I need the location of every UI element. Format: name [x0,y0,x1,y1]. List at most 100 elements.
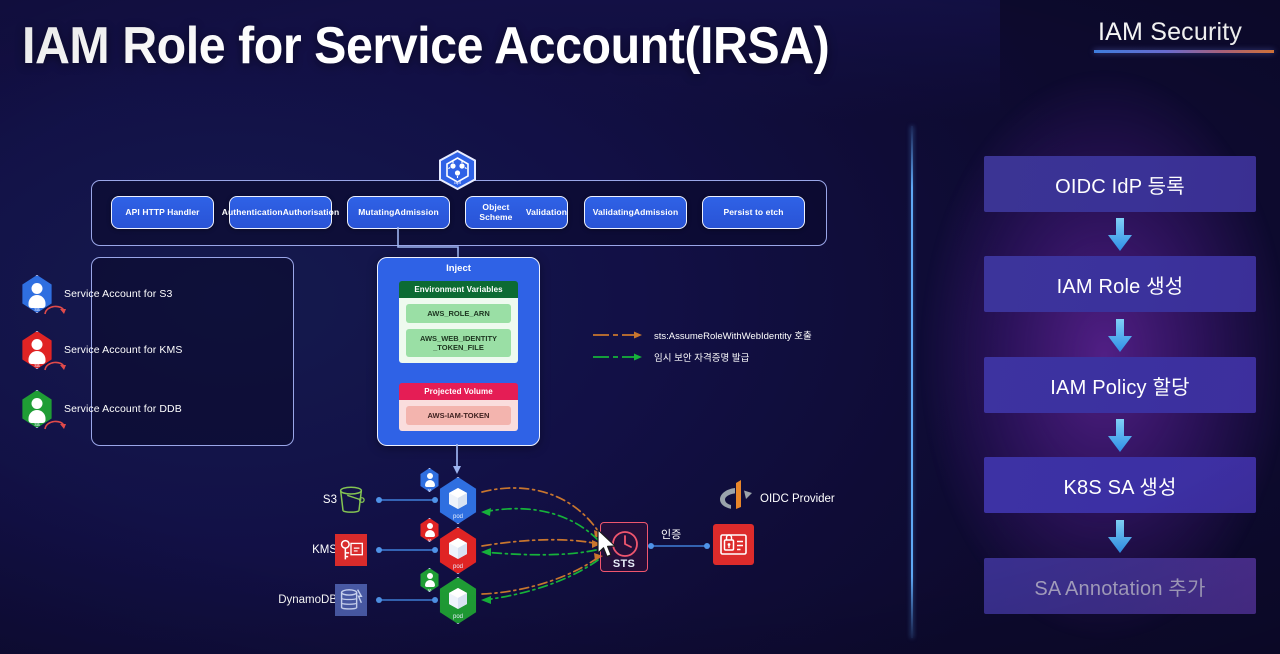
service-accounts-panel [91,257,294,446]
pod-service-account-badge: sa [419,468,440,492]
projected-volume-header: Projected Volume [399,383,518,400]
service-account-icon: sa [20,331,66,371]
api-stage-5[interactable]: Persist to etch [702,196,805,229]
api-stage-label: Admission [634,207,678,217]
step-5[interactable]: SA Annotation 추가 [984,558,1256,614]
inject-panel: Inject Environment Variables AWS_ROLE_AR… [377,257,540,446]
pod-tag: pod [452,614,463,620]
env-variables-body: AWS_ROLE_ARN AWS_WEB_IDENTITY _TOKEN_FIL… [399,298,518,364]
api-stage-3[interactable]: Object SchemeValidation [465,196,568,229]
service-account-icon: sa [20,390,66,430]
pod-s3[interactable]: pod [437,477,479,524]
inject-to-pod-arrow [453,444,461,474]
service-account-label: Service Account for S3 [64,288,172,300]
k8s-api-tag: api [454,180,461,186]
iam-lock-icon [720,534,747,555]
projected-volume-body: AWS-IAM-TOKEN [399,400,518,432]
service-account-label: Service Account for KMS [64,344,182,356]
env-variables-header: Environment Variables [399,281,518,298]
legend-row-1: 임시 보안 자격증명 발급 [592,346,812,368]
service-account-arc-icon [44,361,66,371]
legend-line-icon [593,331,642,339]
k8s-hex-svg [439,149,476,191]
service-account-tag: sa [34,422,40,428]
service-account-icon: sa [20,275,66,315]
vertical-divider [911,126,913,638]
service-account-row-2: sa Service Account for DDB [20,390,182,430]
corner-section-label: IAM Security [1088,18,1274,53]
projected-volume-group: Projected Volume AWS-IAM-TOKEN [399,383,518,432]
kubernetes-api-icon: api [437,149,478,196]
legend-label: 임시 보안 자격증명 발급 [654,350,749,364]
api-stage-label: Object Scheme [466,203,526,222]
step-arrow-3 [1108,419,1132,452]
legend-line-icon [593,353,642,361]
api-stage-4[interactable]: ValidatingAdmission [584,196,687,229]
legend: sts:AssumeRoleWithWebIdentity 호출임시 보안 자격… [592,324,812,368]
pod-sa-tag: sa [427,538,432,542]
corner-label-text: IAM Security [1088,18,1274,50]
corner-underline [1094,50,1274,53]
service-account-hex [22,390,52,428]
pod-sa-hex [420,518,439,542]
step-arrow-2 [1108,319,1132,352]
step-1[interactable]: OIDC IdP 등록 [984,156,1256,212]
sts-label: STS [601,558,647,570]
service-account-row-0: sa Service Account for S3 [20,275,172,315]
pod-kms[interactable]: pod [437,527,479,574]
service-label-kms: KMS [267,544,337,556]
api-stage-label: API HTTP Handler [125,207,199,217]
mouse-cursor [597,529,616,558]
service-to-pod-connector [376,547,438,553]
legend-label: sts:AssumeRoleWithWebIdentity 호출 [654,328,812,342]
pod-tag: pod [452,564,463,570]
sts-iam-connector [648,543,710,549]
background-top-band [0,0,1000,120]
service-account-label: Service Account for DDB [64,403,182,415]
api-stage-label: Mutating [358,207,394,217]
container-cube-icon [449,538,467,559]
api-stage-label: Admission [394,207,438,217]
api-stage-label: Validating [593,207,634,217]
legend-row-0: sts:AssumeRoleWithWebIdentity 호출 [592,324,812,346]
api-stage-0[interactable]: API HTTP Handler [111,196,214,229]
dynamodb-icon [335,584,367,616]
api-stage-1[interactable]: AuthenticationAuthorisation [222,196,339,229]
pod-sa-hex [420,568,439,592]
volume-chip-iam-token: AWS-IAM-TOKEN [406,406,511,426]
pod-sa-tag: sa [427,588,432,592]
pod-dynamodb[interactable]: pod [437,577,479,624]
step-4[interactable]: K8S SA 생성 [984,457,1256,513]
oidc-provider-label: OIDC Provider [760,493,835,505]
iam-icon-box [713,524,754,565]
inject-title: Inject [378,263,539,274]
s3-bucket-icon [339,486,365,513]
service-to-pod-connector [376,497,438,503]
api-stage-label: Authorisation [283,207,340,217]
api-stage-label: Persist to etch [723,207,783,217]
service-account-arc-icon [44,305,66,315]
step-2[interactable]: IAM Role 생성 [984,256,1256,312]
env-variables-group: Environment Variables AWS_ROLE_ARN AWS_W… [399,281,518,364]
service-label-dynamodb: DynamoDB [267,594,337,606]
service-account-hex [22,275,52,313]
api-stage-label: Validation [526,207,567,217]
service-account-tag: sa [34,363,40,369]
service-account-hex [22,331,52,369]
pod-sa-tag: sa [427,488,432,492]
service-to-pod-connector [376,597,438,603]
step-3[interactable]: IAM Policy 할당 [984,357,1256,413]
pod-service-account-badge: sa [419,518,440,542]
service-account-row-1: sa Service Account for KMS [20,331,182,371]
service-account-tag: sa [34,307,40,313]
auth-label: 인증 [661,526,681,542]
pod-service-account-badge: sa [419,568,440,592]
openid-icon [718,479,756,513]
container-cube-icon [449,488,467,509]
step-arrow-1 [1108,218,1132,251]
pod-tag: pod [452,514,463,520]
page-title: IAM Role for Service Account(IRSA) [22,20,830,72]
